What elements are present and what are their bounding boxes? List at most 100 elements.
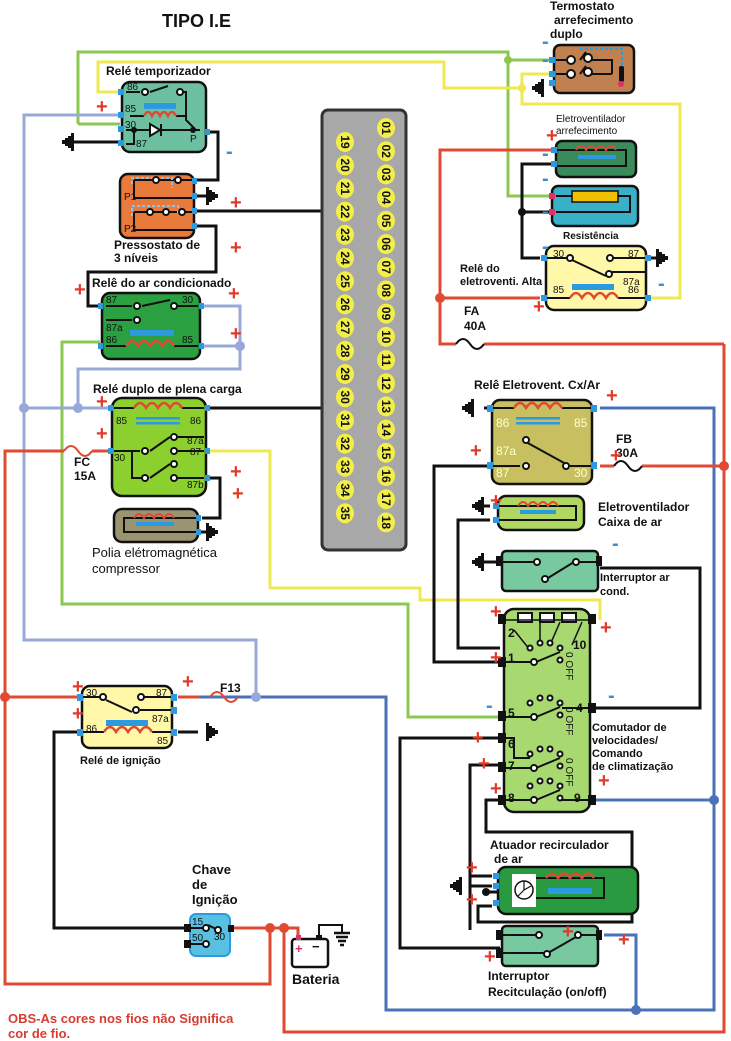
components-box-fan-label-line1-text: Eletroventilador xyxy=(598,500,690,514)
plus-sign: + xyxy=(598,770,610,792)
connector-pin-number: 27 xyxy=(338,321,352,335)
fuses-f13-name-text: F13 xyxy=(220,681,241,695)
components-compressor-pulley-label-line2-text: compressor xyxy=(92,561,161,576)
components-pressostat-pins-0-text: P1 xyxy=(124,192,137,203)
connector-pin: 13 xyxy=(377,396,395,417)
minus-sign: - xyxy=(658,273,665,295)
components-thermostat-label-line2-text: arrefecimento xyxy=(554,13,633,27)
ac-switch: Interruptor ar cond. xyxy=(496,549,670,598)
components-speed-selector-off-label-text: 0 OFF xyxy=(563,707,574,735)
wire-yellow-mid xyxy=(208,449,602,620)
fuses-fb-rating-text: 30A xyxy=(616,446,638,460)
plus-sign: + xyxy=(484,946,496,968)
connector-pin-number: 20 xyxy=(338,159,352,173)
timer-relay-label: Relé temporizador xyxy=(106,64,211,78)
connector-pin-number: 07 xyxy=(379,261,393,275)
recirc-actuator: Atuador recirculador de ar xyxy=(490,838,640,916)
full-load-relay: 85 86 30 87a 87 87b Relé duplo de plena … xyxy=(93,382,242,498)
plus-sign: + xyxy=(232,483,244,505)
components-box-fan-relay-pins-2-text: 87a xyxy=(496,444,516,458)
connector-pin-number: 23 xyxy=(338,228,352,242)
wire-black-acsw xyxy=(592,566,702,710)
components-ignition-relay-label-text: Relé de ignição xyxy=(80,755,161,767)
plus-sign: + xyxy=(606,385,618,407)
wire-red-left xyxy=(3,695,272,986)
note-text-2: cor de fio. xyxy=(8,1026,70,1041)
diode-icon xyxy=(149,122,162,138)
components-pressostat-pins-1-text: P2 xyxy=(124,224,137,235)
wire-yellow-top xyxy=(96,60,522,94)
connector-pin-number: 10 xyxy=(379,330,393,344)
plus-sign: + xyxy=(490,601,502,623)
connector-pin: 06 xyxy=(377,234,395,254)
connector-pin: 19 xyxy=(336,132,354,152)
plus-sign: + xyxy=(72,703,84,725)
plus-sign: + xyxy=(490,778,502,800)
components-recirc-actuator-label-line1-text: Atuador recirculador xyxy=(490,838,609,852)
connector-pin-number: 16 xyxy=(379,469,393,483)
fuses-fa-name-text: FA xyxy=(464,304,480,318)
connector-pin-number: 33 xyxy=(338,460,352,474)
components-fan-high-relay-label-line1-text: Relê do xyxy=(460,263,500,275)
connector-pin-number: 28 xyxy=(338,344,352,358)
box-fan: Eletroventilador Caixa de ar xyxy=(493,494,690,532)
connector-pin: 10 xyxy=(377,326,395,347)
plus-sign: + xyxy=(546,125,558,147)
wire-black-ign86 xyxy=(52,730,188,930)
minus-sign: - xyxy=(542,31,549,53)
components-ignition-relay-pins-0-text: 30 xyxy=(86,688,98,699)
components-speed-selector-off-label-text: 0 OFF xyxy=(563,758,574,786)
components-speed-selector-terminals-4-text: 4 xyxy=(576,701,583,715)
connector-pin-number: 09 xyxy=(379,307,393,321)
wire-black-press-ac xyxy=(86,224,218,308)
fuses-fb-name-text: FB xyxy=(616,432,632,446)
junction-dots xyxy=(0,56,729,1015)
wire-lavender-left xyxy=(22,113,258,697)
components-ignition-relay-pins-1-text: 87 xyxy=(156,688,168,699)
cooling-fan: Eletroventilador arrefecimento xyxy=(551,114,638,179)
battery: + − Bateria xyxy=(290,924,350,987)
fuse-fb-icon xyxy=(613,460,643,472)
components-battery-label-text: Bateria xyxy=(292,971,340,987)
components-full-load-relay-pins-4-text: 87 xyxy=(190,447,202,458)
components-ac-relay-pins-3-text: 86 xyxy=(106,335,118,346)
fuse-f13-icon xyxy=(209,691,239,703)
connector-pin: 02 xyxy=(377,141,395,162)
components-box-fan-label-line2-text: Caixa de ar xyxy=(598,515,662,529)
components-ignition-relay-pins-2-text: 87a xyxy=(152,714,169,725)
ground-icon xyxy=(450,877,462,895)
components-speed-selector-label-line4-text: de climatização xyxy=(592,761,674,773)
connector-pin: 15 xyxy=(377,442,395,463)
ground-icon xyxy=(532,79,544,97)
thermostat-dual: Termostato arrefecimento duplo xyxy=(549,0,636,95)
connector-pin: 34 xyxy=(336,480,354,500)
components-timer-relay-pins-2-text: 30 xyxy=(125,120,137,131)
connector-pin: 31 xyxy=(336,410,354,431)
fuses-fc-name-text: FC xyxy=(74,455,90,469)
components-fan-high-relay-pins-3-text: 85 xyxy=(553,285,565,296)
wire-blue-recirc xyxy=(604,933,638,1010)
plus-sign: + xyxy=(610,445,622,467)
plus-sign: + xyxy=(490,490,502,512)
wires xyxy=(3,50,726,1034)
note-text: OBS-As cores nos fios não Significa xyxy=(8,1011,234,1026)
connector-pin-number: 12 xyxy=(379,377,393,391)
components-full-load-relay-pins-0-text: 85 xyxy=(116,416,128,427)
components-compressor-pulley-label-line1-text: Polia elétromagnética xyxy=(92,545,218,560)
connector-pin-number: 08 xyxy=(379,284,393,298)
connector-pin-number: 35 xyxy=(338,507,352,521)
plus-sign: + xyxy=(96,96,108,118)
components-box-fan-relay-pins-4-text: 30 xyxy=(574,466,588,480)
thermometer-icon xyxy=(619,66,624,82)
plus-sign: + xyxy=(466,857,478,879)
resistor: Resistência xyxy=(549,184,640,242)
wire-blue-f13 xyxy=(178,406,716,1012)
wire-black-87b xyxy=(202,476,222,520)
components-fan-high-relay-pins-1-text: 87 xyxy=(628,249,640,260)
components-ac-switch-label-line1-text: Interruptor ar xyxy=(600,572,670,584)
components-ignition-key-label-line2-text: de xyxy=(192,877,207,892)
fuses-fc-rating-text: 15A xyxy=(74,469,96,483)
timer-relay: 86 85 30 87 P Relé temporizador xyxy=(106,64,211,154)
plus-sign: + xyxy=(228,283,240,305)
